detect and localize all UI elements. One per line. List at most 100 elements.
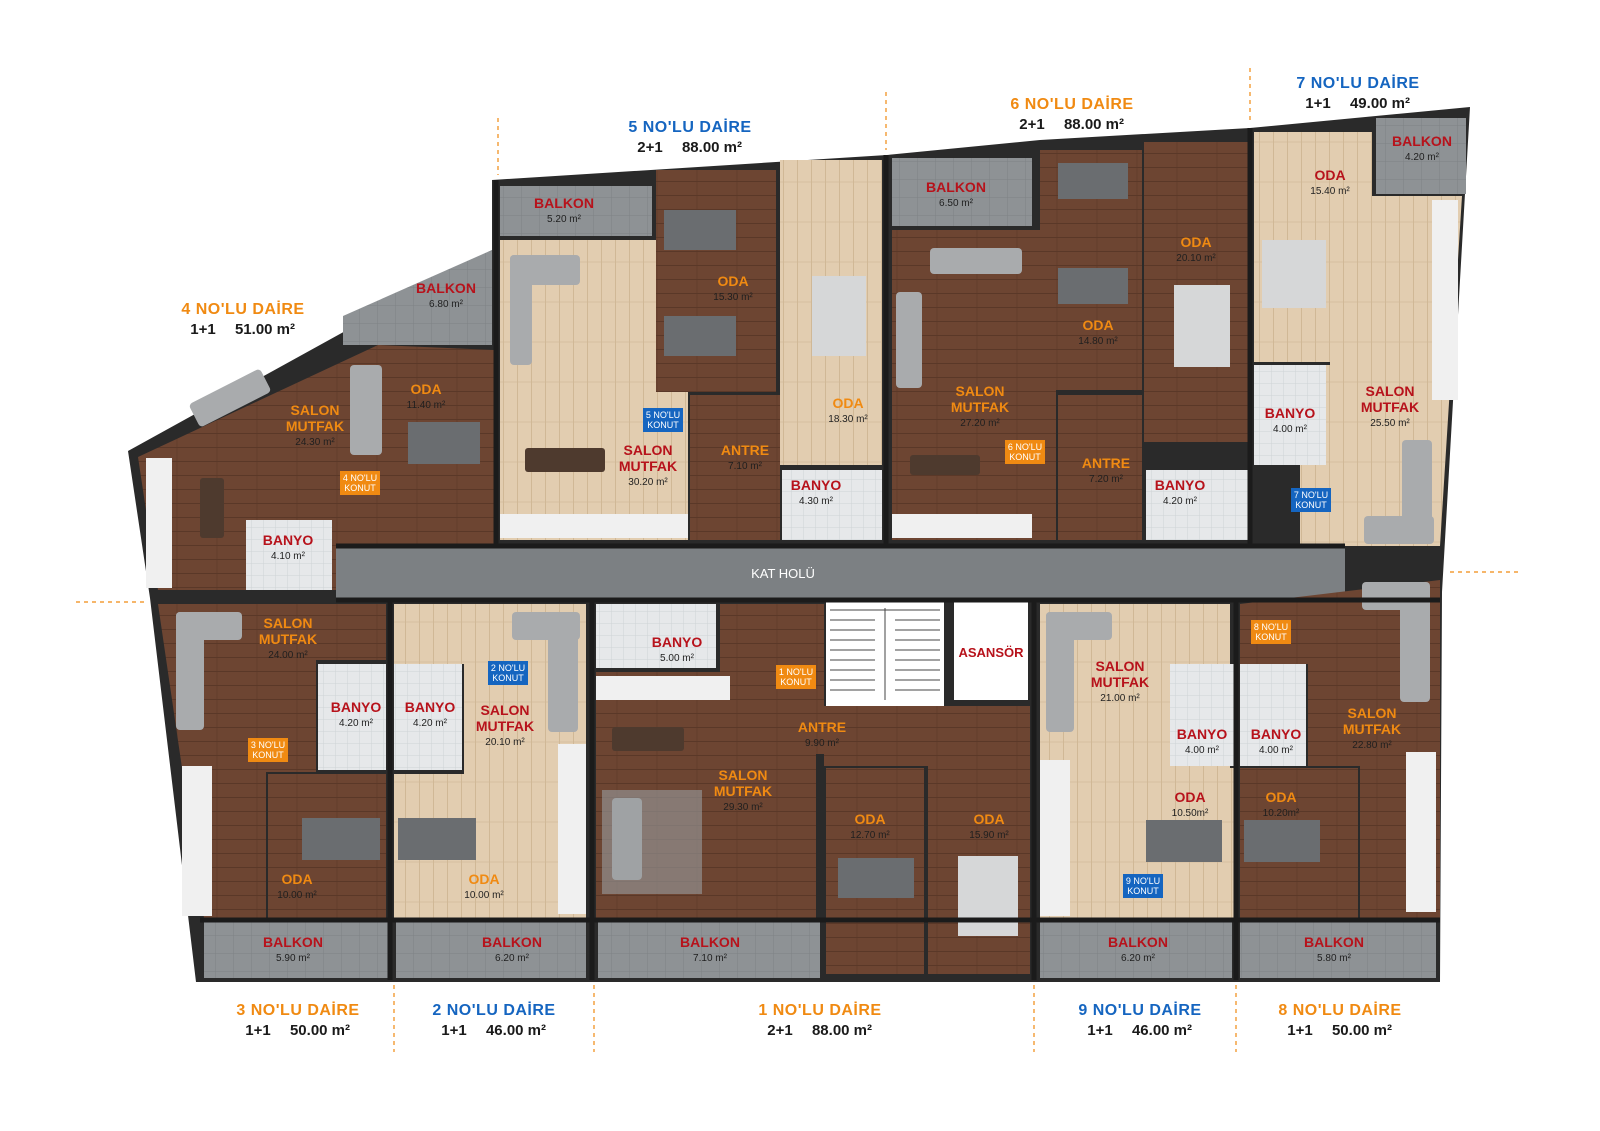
- apartment-title-apt9: 9 NO'LU DAİRE: [1078, 1001, 1201, 1019]
- apt5-balcony: [500, 186, 652, 236]
- apartment-area-apt4: 51.00 m²: [235, 321, 295, 338]
- room-area-apt7_salon: 25.50 m²: [1370, 418, 1410, 429]
- room-area-apt3_salon: 24.00 m²: [268, 650, 308, 661]
- unit-badge-apt8: [1251, 620, 1291, 644]
- apartment-title-apt5: 5 NO'LU DAİRE: [628, 118, 751, 136]
- apartment-area-apt9: 46.00 m²: [1132, 1022, 1192, 1039]
- unit-badge-text-apt7: 7 NO'LU: [1294, 490, 1328, 500]
- room-area-apt6_antre: 7.20 m²: [1089, 474, 1124, 485]
- apartment-type-apt7: 1+1: [1305, 95, 1330, 112]
- guide-lines: [76, 68, 1520, 1052]
- room-name-apt8_banyo: BANYO: [1251, 726, 1302, 742]
- apt4-bath: [246, 520, 332, 590]
- unit-badge-text-apt1: 1 NO'LU: [779, 667, 813, 677]
- apt7-balcony: [1376, 118, 1466, 194]
- room-name-apt2_oda: ODA: [468, 871, 499, 887]
- room-area-apt5_salon: 30.20 m²: [628, 477, 668, 488]
- unit-badge-apt1: [776, 665, 816, 689]
- unit-badge-text-apt6: 6 NO'LU: [1008, 442, 1042, 452]
- apartment-type-apt9: 1+1: [1087, 1022, 1112, 1039]
- room-name-apt2_salon: SALON: [481, 702, 530, 718]
- room-area-apt5_balkon: 5.20 m²: [547, 214, 582, 225]
- room-name-apt9_balkon: BALKON: [1108, 934, 1168, 950]
- room-area-apt1_antre: 9.90 m²: [805, 738, 840, 749]
- room-name-apt5_oda1: ODA: [717, 273, 748, 289]
- room-area-apt1_banyo: 5.00 m²: [660, 653, 695, 664]
- room-area-apt7_balkon: 4.20 m²: [1405, 152, 1440, 163]
- room-name-apt9_oda: ODA: [1174, 789, 1205, 805]
- apt8-bath: [1240, 664, 1306, 766]
- room-area-apt5_oda2: 18.30 m²: [828, 414, 868, 425]
- apartment-type-apt8: 1+1: [1287, 1022, 1312, 1039]
- room-area-apt4_banyo: 4.10 m²: [271, 551, 306, 562]
- room-name-apt4_balkon: BALKON: [416, 280, 476, 296]
- stair-lines: [830, 608, 940, 700]
- apartment-area-apt1: 88.00 m²: [812, 1022, 872, 1039]
- room-name-apt6_salon: MUTFAK: [951, 399, 1009, 415]
- room-name-apt7_salon: SALON: [1366, 383, 1415, 399]
- room-area-apt6_salon: 27.20 m²: [960, 418, 1000, 429]
- hall-label: KAT HOLÜ: [751, 566, 815, 581]
- room-name-apt1_oda2: ODA: [973, 811, 1004, 827]
- room-area-apt4_balkon: 6.80 m²: [429, 299, 464, 310]
- room-area-apt7_oda: 15.40 m²: [1310, 186, 1350, 197]
- room-area-apt2_oda: 10.00 m²: [464, 890, 504, 901]
- room-name-apt7_banyo: BANYO: [1265, 405, 1316, 421]
- room-name-apt3_salon: SALON: [264, 615, 313, 631]
- apt8-balcony: [1240, 922, 1436, 978]
- room-area-apt8_oda: 10.20m²: [1263, 808, 1300, 819]
- room-name-apt3_salon: MUTFAK: [259, 631, 317, 647]
- room-area-apt8_salon: 22.80 m²: [1352, 740, 1392, 751]
- unit-badge-text-apt5: 5 NO'LU: [646, 410, 680, 420]
- apartment-area-apt2: 46.00 m²: [486, 1022, 546, 1039]
- room-name-apt5_balkon: BALKON: [534, 195, 594, 211]
- room-name-apt5_banyo: BANYO: [791, 477, 842, 493]
- apartment-title-apt4: 4 NO'LU DAİRE: [181, 300, 304, 318]
- room-area-apt4_oda: 11.40 m²: [407, 400, 446, 411]
- room-area-apt3_oda: 10.00 m²: [277, 890, 317, 901]
- room-name-apt7_oda: ODA: [1314, 167, 1345, 183]
- room-area-apt6_banyo: 4.20 m²: [1163, 496, 1198, 507]
- room-name-apt6_banyo: BANYO: [1155, 477, 1206, 493]
- apartment-title-apt6: 6 NO'LU DAİRE: [1010, 95, 1133, 113]
- room-name-apt6_antre: ANTRE: [1082, 455, 1130, 471]
- room-name-apt4_oda: ODA: [410, 381, 441, 397]
- apartment-type-apt3: 1+1: [245, 1022, 270, 1039]
- room-area-apt1_oda2: 15.90 m²: [969, 830, 1009, 841]
- apartment-type-apt4: 1+1: [190, 321, 215, 338]
- unit-badge-apt2: [488, 661, 528, 685]
- unit-badge-text-apt4: KONUT: [344, 483, 376, 493]
- unit-badge-apt9: [1123, 874, 1163, 898]
- room-area-apt2_balkon: 6.20 m²: [495, 953, 530, 964]
- room-area-apt3_banyo: 4.20 m²: [339, 718, 374, 729]
- apt4-balcony: [343, 250, 492, 345]
- room-name-apt9_salon: MUTFAK: [1091, 674, 1149, 690]
- room-area-apt2_salon: 20.10 m²: [485, 737, 525, 748]
- room-name-apt1_salon: SALON: [719, 767, 768, 783]
- apartment-area-apt6: 88.00 m²: [1064, 116, 1124, 133]
- apt5-oda1-floor: [656, 170, 776, 392]
- room-name-apt5_salon: MUTFAK: [619, 458, 677, 474]
- apt5-bath: [782, 470, 882, 540]
- apartment-title-apt8: 8 NO'LU DAİRE: [1278, 1001, 1401, 1019]
- room-area-apt5_oda1: 15.30 m²: [713, 292, 753, 303]
- room-name-apt8_oda: ODA: [1265, 789, 1296, 805]
- room-name-apt1_oda1: ODA: [854, 811, 885, 827]
- room-name-apt3_oda: ODA: [281, 871, 312, 887]
- unit-badge-apt5: [643, 408, 683, 432]
- unit-badge-text-apt2: KONUT: [492, 673, 524, 683]
- room-name-apt8_balkon: BALKON: [1304, 934, 1364, 950]
- room-name-apt6_balkon: BALKON: [926, 179, 986, 195]
- unit-badge-text-apt1: KONUT: [780, 677, 812, 687]
- unit-badge-text-apt4: 4 NO'LU: [343, 473, 377, 483]
- unit-badge-apt6: [1005, 440, 1045, 464]
- room-area-apt6_balkon: 6.50 m²: [939, 198, 974, 209]
- room-name-apt4_salon: MUTFAK: [286, 418, 344, 434]
- room-area-apt2_banyo: 4.20 m²: [413, 718, 448, 729]
- room-area-apt5_antre: 7.10 m²: [728, 461, 763, 472]
- elevator-label: ASANSÖR: [958, 645, 1024, 660]
- apt6-balcony: [892, 158, 1032, 226]
- apartment-title-apt1: 1 NO'LU DAİRE: [758, 1001, 881, 1019]
- room-name-apt2_balkon: BALKON: [482, 934, 542, 950]
